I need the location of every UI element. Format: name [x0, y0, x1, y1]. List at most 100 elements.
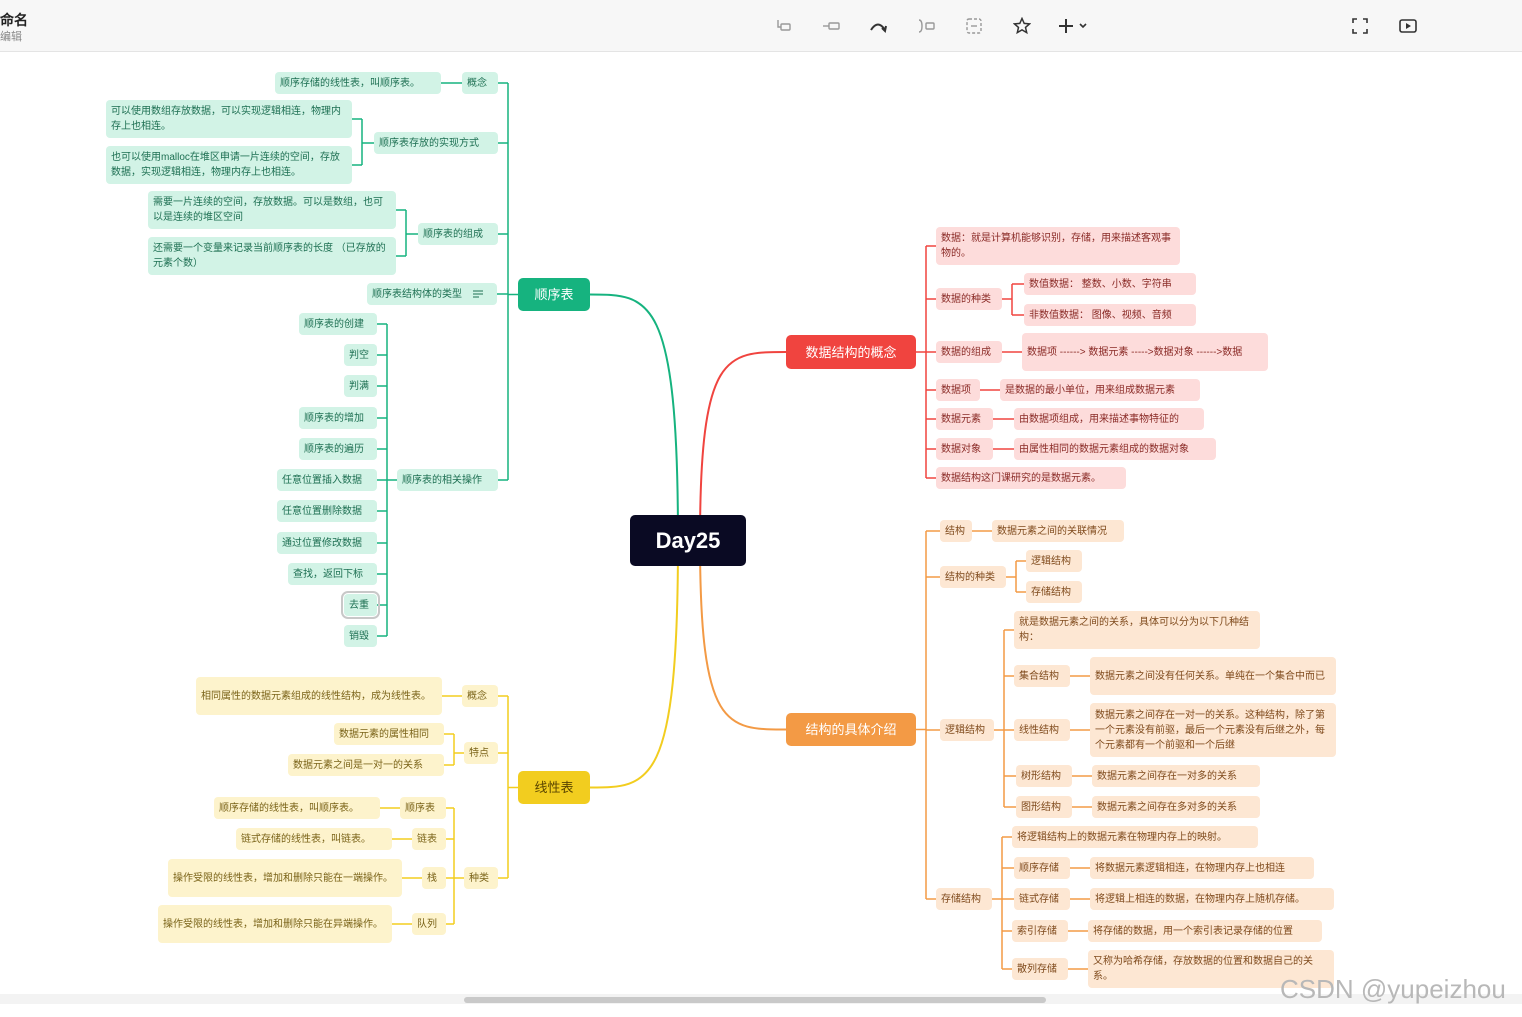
note-icon[interactable] — [472, 289, 484, 299]
node-seq-concept-detail[interactable]: 顺序存储的线性表，叫顺序表。 — [275, 72, 441, 94]
node-linear-features[interactable]: 特点 — [464, 742, 498, 764]
node-structure[interactable]: 结构 — [940, 520, 972, 542]
node-seq-op-add[interactable]: 顺序表的增加 — [299, 407, 377, 429]
node-seq-composition-detail-1[interactable]: 需要一片连续的空间，存放数据。可以是数组，也可以是连续的堆区空间 — [148, 191, 396, 229]
frame-icon[interactable] — [962, 14, 986, 38]
node-structure-kind-storage[interactable]: 存储结构 — [1026, 581, 1082, 603]
node-logical-structure[interactable]: 逻辑结构 — [940, 719, 994, 741]
node-data-kinds[interactable]: 数据的种类 — [936, 288, 1002, 310]
node-seq-operations[interactable]: 顺序表的相关操作 — [397, 469, 498, 491]
node-structure-kind-logical[interactable]: 逻辑结构 — [1026, 550, 1082, 572]
node-linear-concept[interactable]: 概念 — [462, 685, 498, 707]
summary-icon[interactable] — [914, 14, 938, 38]
node-linear-structure[interactable]: 线性结构 — [1014, 719, 1070, 741]
fullscreen-icon[interactable] — [1348, 14, 1372, 38]
node-linear-kind-stack-detail[interactable]: 操作受限的线性表，增加和删除只能在一端操作。 — [168, 859, 402, 897]
node-logical-structure-detail[interactable]: 就是数据元素之间的关系，具体可以分为以下几种结构： — [1014, 611, 1260, 649]
node-graph-structure-detail[interactable]: 数据元素之间存在多对多的关系 — [1092, 796, 1260, 818]
node-data-item[interactable]: 数据项 — [936, 379, 980, 401]
document-title[interactable]: 命名 — [0, 12, 28, 28]
node-seq-op-modify[interactable]: 通过位置修改数据 — [277, 532, 377, 554]
node-index-storage-detail[interactable]: 将存储的数据，用一个索引表记录存储的位置 — [1088, 920, 1322, 942]
node-seq-concept[interactable]: 概念 — [462, 72, 498, 94]
connector — [699, 351, 787, 541]
node-data-element[interactable]: 数据元素 — [936, 408, 993, 430]
node-data-composition[interactable]: 数据的组成 — [936, 341, 1002, 363]
connector-lines — [352, 82, 1092, 970]
connector — [699, 540, 787, 731]
node-hash-storage-detail[interactable]: 又称为哈希存储，存放数据的位置和数据自己的关系。 — [1088, 950, 1334, 988]
node-seq-implementation[interactable]: 顺序表存放的实现方式 — [374, 132, 498, 154]
node-linear-kind-sequence[interactable]: 顺序表 — [400, 797, 446, 819]
node-seq-op-delete[interactable]: 任意位置删除数据 — [277, 500, 377, 522]
sibling-node-icon[interactable] — [772, 14, 796, 38]
node-linked-storage-detail[interactable]: 将逻辑上相连的数据，在物理内存上随机存储。 — [1090, 888, 1334, 910]
node-graph-structure[interactable]: 图形结构 — [1016, 796, 1072, 818]
root-node[interactable]: Day25 — [630, 515, 746, 566]
mindmap-canvas[interactable]: Day25 顺序表 数据结构的概念 结构的具体介绍 线性表 概念 顺序存储的线性… — [0, 53, 1522, 1017]
node-seq-op-is-full[interactable]: 判满 — [344, 375, 377, 397]
toolbar: 命名 编辑 — [0, 0, 1522, 52]
child-node-icon[interactable] — [819, 14, 843, 38]
node-seq-implementation-detail-1[interactable]: 可以使用数组存放数据，可以实现逻辑相连，物理内存上也相连。 — [106, 100, 352, 138]
node-structure-detail[interactable]: 数据元素之间的关联情况 — [992, 520, 1124, 542]
node-linear-kind-queue[interactable]: 队列 — [412, 913, 446, 935]
node-seq-composition[interactable]: 顺序表的组成 — [418, 223, 498, 245]
undo-icon[interactable] — [866, 14, 890, 38]
node-linear-kind-queue-detail[interactable]: 操作受限的线性表，增加和删除只能在异端操作。 — [158, 905, 392, 943]
topic-data-structure-concept[interactable]: 数据结构的概念 — [786, 335, 916, 369]
node-structure-kinds[interactable]: 结构的种类 — [940, 566, 1006, 588]
node-seq-op-is-empty[interactable]: 判空 — [344, 344, 377, 366]
node-data-kind-nonnumeric[interactable]: 非数值数据： 图像、视频、音频 — [1024, 304, 1196, 326]
node-sequential-storage-detail[interactable]: 将数据元素逻辑相连，在物理内存上也相连 — [1090, 857, 1314, 879]
node-seq-struct-type-label: 顺序表结构体的类型 — [372, 288, 462, 300]
node-linear-concept-detail[interactable]: 相同属性的数据元素组成的线性结构，成为线性表。 — [196, 677, 442, 715]
node-linear-structure-detail[interactable]: 数据元素之间存在一对一的关系。这种结构，除了第一个元素没有前驱，最后一个元素没有… — [1090, 703, 1336, 757]
node-seq-op-dedup[interactable]: 去重 — [341, 591, 380, 619]
node-linear-kind-linked[interactable]: 链表 — [412, 828, 446, 850]
node-data-kind-numeric[interactable]: 数值数据： 整数、小数、字符串 — [1024, 273, 1196, 295]
add-icon[interactable] — [1056, 14, 1092, 38]
node-linear-kind-linked-detail[interactable]: 链式存储的线性表，叫链表。 — [236, 828, 392, 850]
node-storage-structure[interactable]: 存储结构 — [936, 888, 992, 910]
node-seq-op-create[interactable]: 顺序表的创建 — [299, 313, 377, 335]
node-linear-feature-2[interactable]: 数据元素之间是一对一的关系 — [288, 754, 444, 776]
node-set-structure[interactable]: 集合结构 — [1014, 665, 1070, 687]
node-data-definition[interactable]: 数据：就是计算机能够识别，存储，用来描述客观事物的。 — [936, 227, 1180, 265]
node-data-element-detail[interactable]: 由数据项组成，用来描述事物特征的 — [1014, 408, 1204, 430]
node-seq-struct-type[interactable]: 顺序表结构体的类型 — [367, 283, 497, 305]
node-storage-structure-detail[interactable]: 将逻辑结构上的数据元素在物理内存上的映射。 — [1012, 826, 1258, 848]
node-seq-op-traverse[interactable]: 顺序表的遍历 — [299, 438, 377, 460]
star-icon[interactable] — [1010, 14, 1034, 38]
node-set-structure-detail[interactable]: 数据元素之间没有任何关系。单纯在一个集合中而已 — [1090, 657, 1336, 695]
node-linear-feature-1[interactable]: 数据元素的属性相同 — [334, 723, 444, 745]
topic-sequence-list[interactable]: 顺序表 — [518, 278, 590, 311]
node-seq-op-insert[interactable]: 任意位置插入数据 — [277, 469, 377, 491]
node-seq-composition-detail-2[interactable]: 还需要一个变量来记录当前顺序表的长度 （已存放的元素个数） — [148, 237, 396, 275]
watermark: CSDN @yupeizhou — [1280, 974, 1506, 1004]
node-linear-kind-sequence-detail[interactable]: 顺序存储的线性表，叫顺序表。 — [214, 797, 380, 819]
topic-structure-detail[interactable]: 结构的具体介绍 — [786, 713, 916, 746]
node-hash-storage[interactable]: 散列存储 — [1012, 958, 1068, 980]
node-data-item-detail[interactable]: 是数据的最小单位，用来组成数据元素 — [1000, 379, 1200, 401]
node-sequential-storage[interactable]: 顺序存储 — [1014, 857, 1070, 879]
connector — [589, 293, 679, 541]
node-data-object[interactable]: 数据对象 — [936, 438, 993, 460]
node-linear-kind-stack[interactable]: 栈 — [422, 867, 446, 889]
node-tree-structure[interactable]: 树形结构 — [1016, 765, 1072, 787]
node-seq-implementation-detail-2[interactable]: 也可以使用malloc在堆区申请一片连续的空间，存放数据，实现逻辑相连，物理内存… — [106, 146, 352, 184]
node-linear-kinds[interactable]: 种类 — [464, 867, 498, 889]
node-seq-op-search[interactable]: 查找，返回下标 — [288, 563, 377, 585]
node-linked-storage[interactable]: 链式存储 — [1014, 888, 1070, 910]
node-seq-op-destroy[interactable]: 销毁 — [344, 625, 377, 647]
node-data-composition-detail[interactable]: 数据项 ------> 数据元素 ----->数据对象 ------>数据 — [1022, 333, 1268, 371]
node-tree-structure-detail[interactable]: 数据元素之间存在一对多的关系 — [1092, 765, 1260, 787]
scrollbar-thumb[interactable] — [464, 997, 1046, 1003]
play-icon[interactable] — [1396, 14, 1420, 38]
topic-linear-list[interactable]: 线性表 — [518, 771, 590, 804]
document-subtitle: 编辑 — [0, 31, 22, 43]
node-data-object-detail[interactable]: 由属性相同的数据元素组成的数据对象 — [1014, 438, 1216, 460]
node-data-research[interactable]: 数据结构这门课研究的是数据元素。 — [936, 467, 1126, 489]
node-index-storage[interactable]: 索引存储 — [1012, 920, 1068, 942]
connector — [589, 540, 679, 789]
